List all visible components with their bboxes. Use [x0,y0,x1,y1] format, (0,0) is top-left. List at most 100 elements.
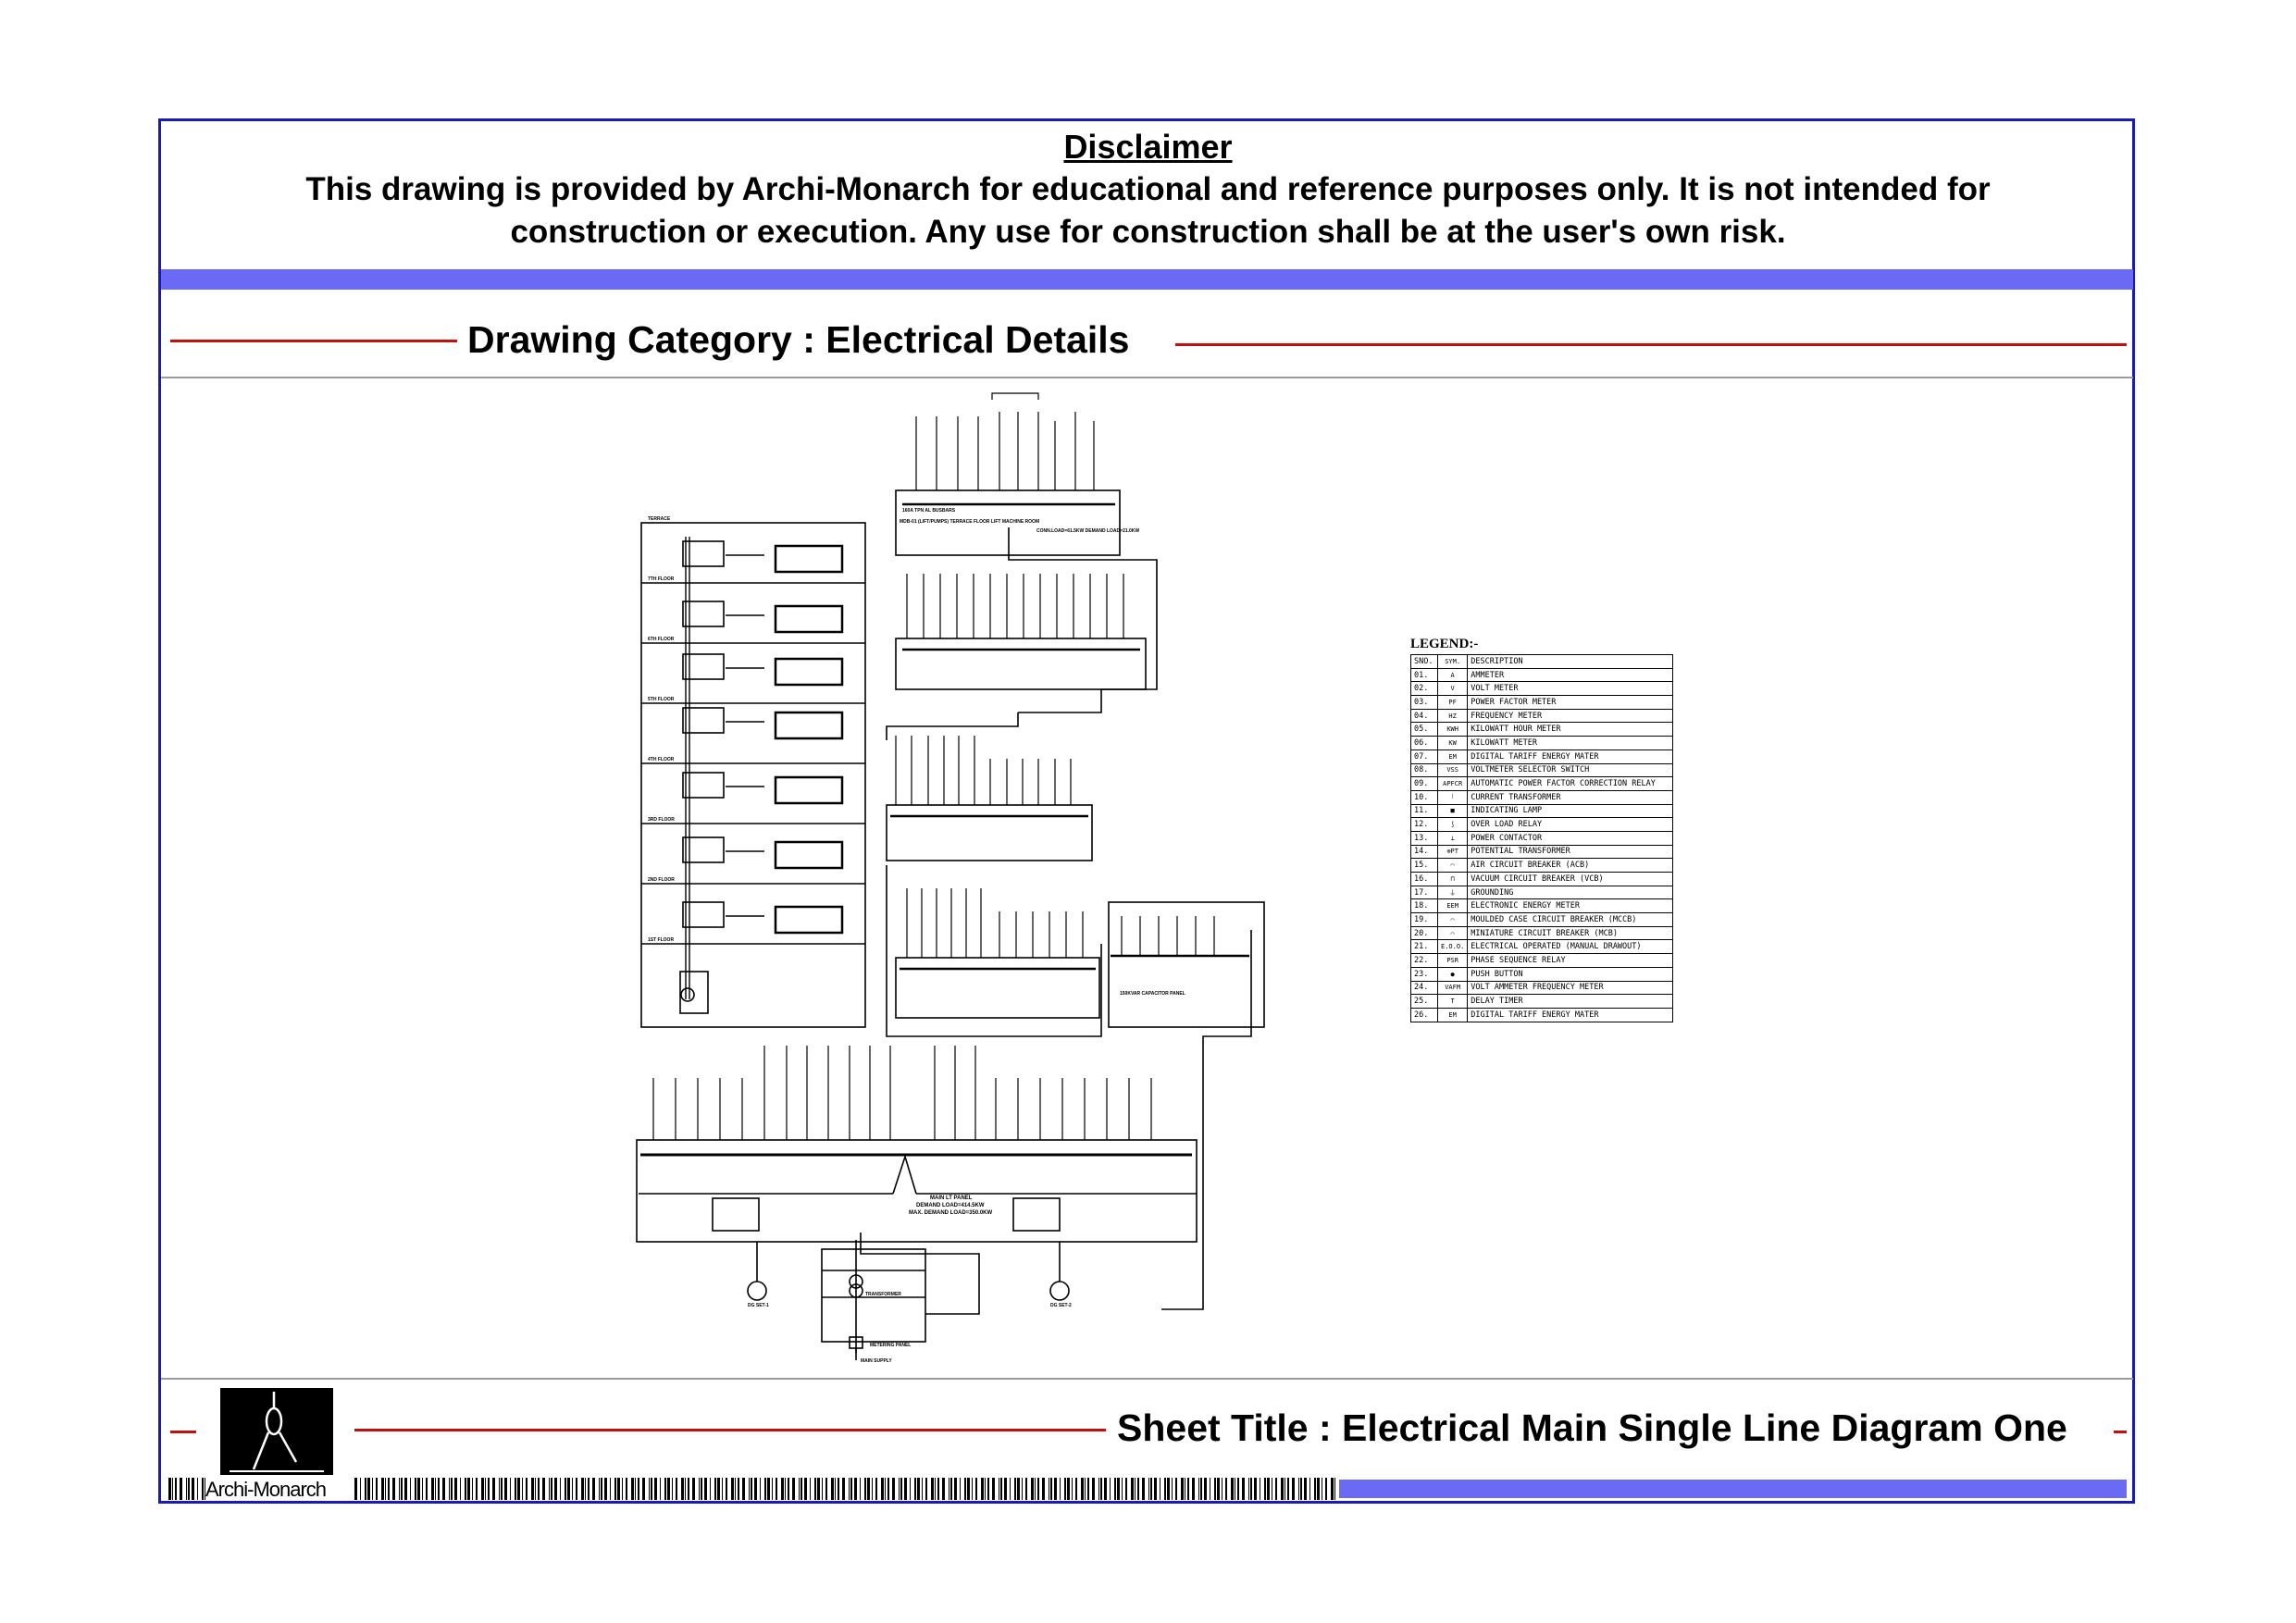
legend-title: LEGEND:- [1410,637,1479,651]
legend-sno: 16. [1410,872,1438,886]
barcode-bar [360,1478,361,1500]
barcode-bar [481,1478,484,1500]
lift-panel-busbar: 160A TPN AL BUSBARS [902,508,956,514]
barcode-bar [197,1478,198,1500]
barcode-bar [950,1478,952,1500]
barcode-bar [1172,1478,1173,1500]
barcode-bar [754,1478,757,1500]
legend-description: VOLT AMMETER FREQUENCY METER [1467,980,1674,996]
barcode-bar [410,1478,411,1500]
legend-description: PHASE SEQUENCE RELAY [1467,953,1674,968]
barcode-bar [365,1478,366,1500]
legend-symbol-icon: KWH [1436,722,1469,737]
barcode-bar [922,1478,923,1500]
metering-panel-label: METERING PANEL [870,1343,911,1348]
barcode-bar [1200,1478,1202,1500]
barcode-bar [585,1478,586,1500]
barcode-bar [838,1478,839,1500]
logo-name: Archi-Monarch [205,1478,327,1501]
legend-description: GROUNDING [1467,885,1674,900]
barcode-bar [442,1478,445,1500]
barcode-bar [415,1478,416,1500]
barcode-bar [710,1478,711,1500]
barcode-bar [372,1478,373,1500]
legend-symbol-icon: HZ [1436,708,1469,724]
barcode-bar [881,1478,884,1500]
barcode-bar [1110,1478,1111,1500]
barcode-bar [1309,1478,1310,1500]
legend-description: ELECTRICAL OPERATED (MANUAL DRAWOUT) [1467,939,1674,955]
barcode-bar [699,1478,700,1500]
barcode-bar [465,1478,466,1500]
legend-sno: 14. [1410,844,1438,860]
barcode-bar [925,1478,927,1500]
barcode-bar [588,1478,590,1500]
main-lt-panel [636,1046,1198,1315]
riser-floor-label: 6TH FLOOR [648,637,675,642]
legend-row: 23.●PUSH BUTTON [1410,966,1674,982]
barcode-bar [404,1478,407,1500]
legend-symbol-icon: ⦚ [1436,789,1469,805]
barcode-bar [814,1478,816,1500]
legend-description: ELECTRONIC ENERGY METER [1467,898,1674,914]
barcode-bar [1098,1478,1099,1500]
barcode-bar [1317,1478,1320,1500]
barcode-bar [864,1478,866,1500]
legend-symbol-icon: ⌒ [1436,912,1469,927]
barcode-bar [738,1478,739,1500]
barcode-bar [614,1478,616,1500]
legend-sno: 23. [1410,966,1438,982]
barcode-bar [1225,1478,1227,1500]
barcode-bar [937,1478,939,1500]
barcode-bar [1204,1478,1207,1500]
barcode-bar [1148,1478,1149,1500]
barcode-bar [1175,1478,1177,1500]
barcode-bar [722,1478,723,1500]
diagram-labels: TERRACE 7TH FLOOR 6TH FLOOR 5TH FLOOR 4T… [648,508,1185,1364]
barcode-bar [672,1478,673,1500]
legend-description: MOULDED CASE CIRCUIT BREAKER (MCCB) [1467,912,1674,927]
legend-symbol-icon: EM [1436,749,1469,764]
barcode-bar [1017,1478,1020,1500]
barcode-bar [538,1478,540,1500]
footer-separator [161,1378,2133,1380]
barcode-bar [431,1478,434,1500]
legend-header-sym: SYM. [1436,654,1469,669]
barcode-bar [399,1478,400,1500]
barcode-bar [567,1478,570,1500]
barcode-bar [1064,1478,1066,1500]
legend-sno: 17. [1410,885,1438,900]
barcode-bar [449,1478,450,1500]
compass-icon [230,1392,324,1472]
barcode-bar [1314,1478,1316,1500]
legend-description: VOLTMETER SELECTOR SWITCH [1467,762,1674,778]
barcode-bar [1025,1478,1027,1500]
barcode-bar [610,1478,611,1500]
barcode-bar [731,1478,734,1500]
barcode-bar [604,1478,607,1500]
legend-symbol-icon: ■ [1436,803,1469,819]
barcode-bar [825,1478,827,1500]
barcode-bar [960,1478,961,1500]
barcode-bar [1250,1478,1252,1500]
legend-sno: 09. [1410,776,1438,791]
barcode-bar [835,1478,836,1500]
legend-sno: 01. [1410,667,1438,683]
legend-symbol-icon: ⊥ [1436,830,1469,846]
barcode-bar [854,1478,857,1500]
barcode-bar [1334,1478,1335,1500]
legend-description: KILOWATT METER [1467,736,1674,750]
barcode-bar [1292,1478,1295,1500]
dg-set-label: DG SET-1 [748,1303,769,1308]
lift-panel [895,392,1158,690]
drawing-frame [158,118,2135,1504]
riser-floor-label: 1ST FLOOR [648,937,674,943]
barcode-bar [1192,1478,1195,1500]
barcode-bar [617,1478,620,1500]
barcode-bar [717,1478,720,1500]
legend-symbol-icon: PF [1436,695,1469,710]
barcode-bar [186,1478,187,1500]
